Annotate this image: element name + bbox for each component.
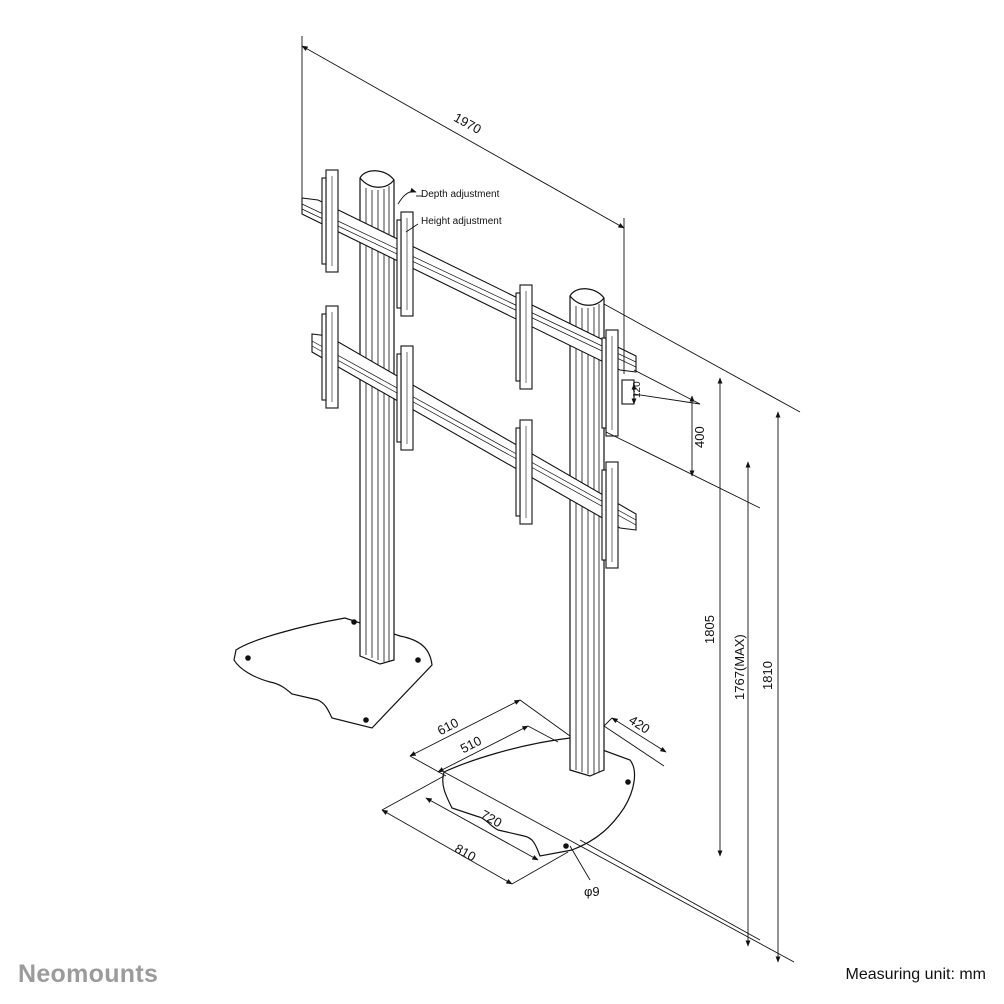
dimension-120-label: 120 (632, 381, 643, 398)
dimension-1810-label: 1810 (760, 661, 775, 690)
right-base-plate (442, 737, 636, 857)
measuring-unit-label: Measuring unit: mm (845, 966, 987, 983)
dimension-400-label: 400 (692, 426, 707, 448)
neomounts-logo: Neomounts (18, 960, 159, 988)
dimension-610-label: 610 (435, 715, 461, 738)
height-adjustment-label: Height adjustment (421, 216, 502, 227)
dimension-510-label: 510 (458, 733, 484, 756)
right-column (569, 288, 605, 777)
dimension-420-label: 420 (626, 712, 652, 736)
dimension-lines (301, 36, 801, 963)
dimension-1805-label: 1805 (702, 615, 717, 644)
hole-diameter-label: φ9 (584, 884, 600, 899)
depth-adjustment-label: Depth adjustment (421, 189, 500, 200)
dimension-1767-max-label: 1767(MAX) (732, 634, 747, 700)
dimension-810-label: 810 (452, 841, 478, 865)
left-base-plate (233, 617, 433, 729)
